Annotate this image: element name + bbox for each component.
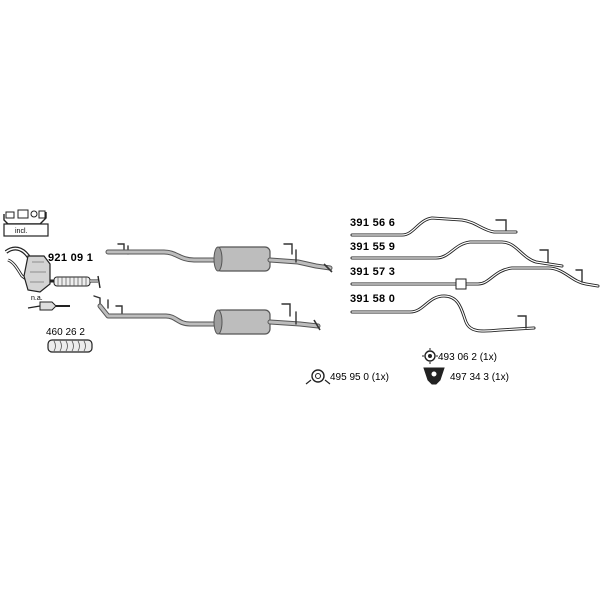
tail-pipe-2	[350, 240, 564, 268]
na-label: n.a.	[31, 295, 43, 302]
pipe-3-part-number: 391 57 3	[350, 266, 395, 278]
tail-pipe-3	[350, 266, 600, 290]
rubber-ring-icon	[305, 369, 331, 385]
accessory-1-part-number: 495 95 0 (1x)	[330, 372, 389, 383]
catalytic-converter-part-number: 921 09 1	[48, 252, 93, 264]
rubber-mount-icon	[423, 367, 445, 385]
flex-pipe-part-number: 460 26 2	[46, 327, 85, 338]
pipe-4-part-number: 391 58 0	[350, 293, 395, 305]
lambda-sensor-icon	[27, 301, 70, 311]
accessory-2-part-number: 493 06 2 (1x)	[438, 352, 497, 363]
incl-label: incl.	[15, 228, 28, 235]
accessory-3-part-number: 497 34 3 (1x)	[450, 372, 509, 383]
middle-silencer-pipe-upper	[105, 243, 333, 273]
middle-silencer-pipe-lower	[93, 295, 321, 335]
pipe-1-part-number: 391 56 6	[350, 217, 395, 229]
tail-pipe-1	[350, 216, 518, 237]
flange-clamp-icon	[422, 348, 438, 364]
pipe-2-part-number: 391 55 9	[350, 241, 395, 253]
catalytic-converter-icon	[4, 246, 101, 293]
flex-pipe-icon	[47, 339, 93, 353]
tail-pipe-4	[350, 294, 536, 333]
mounting-kit-icon	[3, 209, 49, 237]
